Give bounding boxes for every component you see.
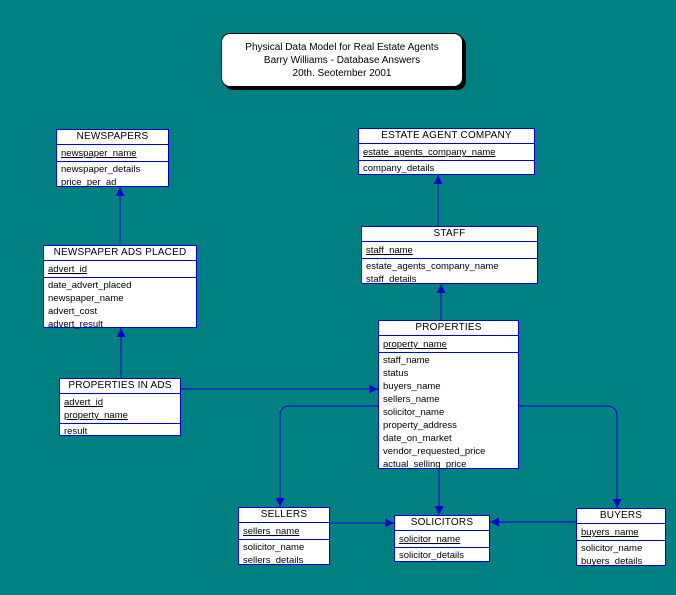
entity-name: STAFF <box>362 227 537 242</box>
attribute-section: result <box>60 424 180 439</box>
primary-key-attribute: property_name <box>383 339 447 350</box>
primary-key-section: solicitor_name <box>395 531 489 548</box>
entity-estate-agent-company[interactable]: ESTATE AGENT COMPANY estate_agents_compan… <box>358 128 535 175</box>
entity-name: SELLERS <box>239 508 329 523</box>
entity-staff[interactable]: STAFF staff_name estate_agents_company_nam… <box>361 226 538 287</box>
attribute: staff_details <box>366 274 417 285</box>
attribute: advert_cost <box>48 306 98 317</box>
entity-name: NEWSPAPER ADS PLACED <box>44 246 196 261</box>
primary-key-section: staff_name <box>362 242 537 259</box>
primary-key-attribute: advert_id <box>64 397 104 408</box>
attribute: sellers_name <box>383 394 440 405</box>
primary-key-attribute: newspaper_name <box>61 148 137 159</box>
primary-key-section: property_name <box>379 336 518 353</box>
attribute: date_advert_placed <box>48 280 132 291</box>
attribute: vendor_requested_price <box>383 446 486 457</box>
attribute-section: date_advert_placed newspaper_name advert_c… <box>44 278 196 332</box>
attribute: estate_agents_company_name <box>366 261 499 272</box>
attribute-section: solicitor_details <box>395 548 489 563</box>
attribute: buyers_name <box>383 381 441 392</box>
primary-key-attribute: buyers_name <box>581 527 639 538</box>
entity-buyers[interactable]: BUYERS buyers_name solicitor_name buyers_de… <box>576 508 666 569</box>
primary-key-section: advert_id <box>44 261 196 278</box>
attribute: advert_result <box>48 319 103 330</box>
attribute: result <box>64 426 88 437</box>
diagram-author: Barry Williams - Database Answers <box>263 55 421 66</box>
attribute: sellers_details <box>243 555 304 566</box>
attribute: solicitor_name <box>383 407 445 418</box>
attribute: staff_name <box>383 355 430 366</box>
primary-key-section: buyers_name <box>577 524 665 541</box>
primary-key-attribute: staff_name <box>366 245 413 256</box>
relationship-properties-to-sellers <box>275 405 378 507</box>
attribute: actual_selling_price <box>383 459 467 470</box>
entity-name: PROPERTIES <box>379 321 518 336</box>
entity-newspapers[interactable]: NEWSPAPERS newspaper_name newspaper_detail… <box>56 129 169 190</box>
entity-solicitors[interactable]: SOLICITORS solicitor_name solicitor_detail… <box>394 515 490 562</box>
primary-key-attribute: sellers_name <box>243 526 300 537</box>
primary-key-section: estate_agents_company_name <box>359 144 534 161</box>
attribute: solicitor_name <box>581 543 643 554</box>
entity-name: BUYERS <box>577 509 665 524</box>
entity-name: PROPERTIES IN ADS <box>60 379 180 394</box>
attribute: buyers_details <box>581 556 643 567</box>
attribute-section: newspaper_details price_per_ad <box>57 162 168 190</box>
attribute: date_on_market <box>383 433 452 444</box>
attribute-section: company_details <box>359 161 534 176</box>
primary-key-attribute: solicitor_name <box>399 534 461 545</box>
diagram-title-box: Physical Data Model for Real Estate Agen… <box>221 33 463 87</box>
primary-key-section: sellers_name <box>239 523 329 540</box>
entity-newspaper-ads-placed[interactable]: NEWSPAPER ADS PLACED advert_id date_advert… <box>43 245 197 330</box>
attribute: newspaper_details <box>61 164 141 175</box>
primary-key-section: newspaper_name <box>57 145 168 162</box>
attribute: newspaper_name <box>48 293 124 304</box>
diagram-title: Physical Data Model for Real Estate Agen… <box>245 42 439 53</box>
primary-key-attribute: property_name <box>64 410 128 421</box>
diagram-date: 20th. Seotember 2001 <box>292 68 392 79</box>
attribute: property_address <box>383 420 457 431</box>
entity-name: ESTATE AGENT COMPANY <box>359 129 534 144</box>
attribute: solicitor_details <box>399 550 464 561</box>
entity-name: SOLICITORS <box>395 516 489 531</box>
primary-key-attribute: estate_agents_company_name <box>363 147 496 158</box>
attribute: status <box>383 368 409 379</box>
attribute: solicitor_name <box>243 542 305 553</box>
attribute-section: estate_agents_company_name staff_details <box>362 259 537 287</box>
primary-key-attribute: advert_id <box>48 264 88 275</box>
primary-key-section: advert_id property_name <box>60 394 180 424</box>
attribute-section: solicitor_name buyers_details <box>577 541 665 569</box>
entity-name: NEWSPAPERS <box>57 130 168 145</box>
attribute-section: solicitor_name sellers_details <box>239 540 329 568</box>
attribute: price_per_ad <box>61 177 117 188</box>
attribute: company_details <box>363 163 435 174</box>
relationship-properties-to-buyers <box>519 405 622 508</box>
